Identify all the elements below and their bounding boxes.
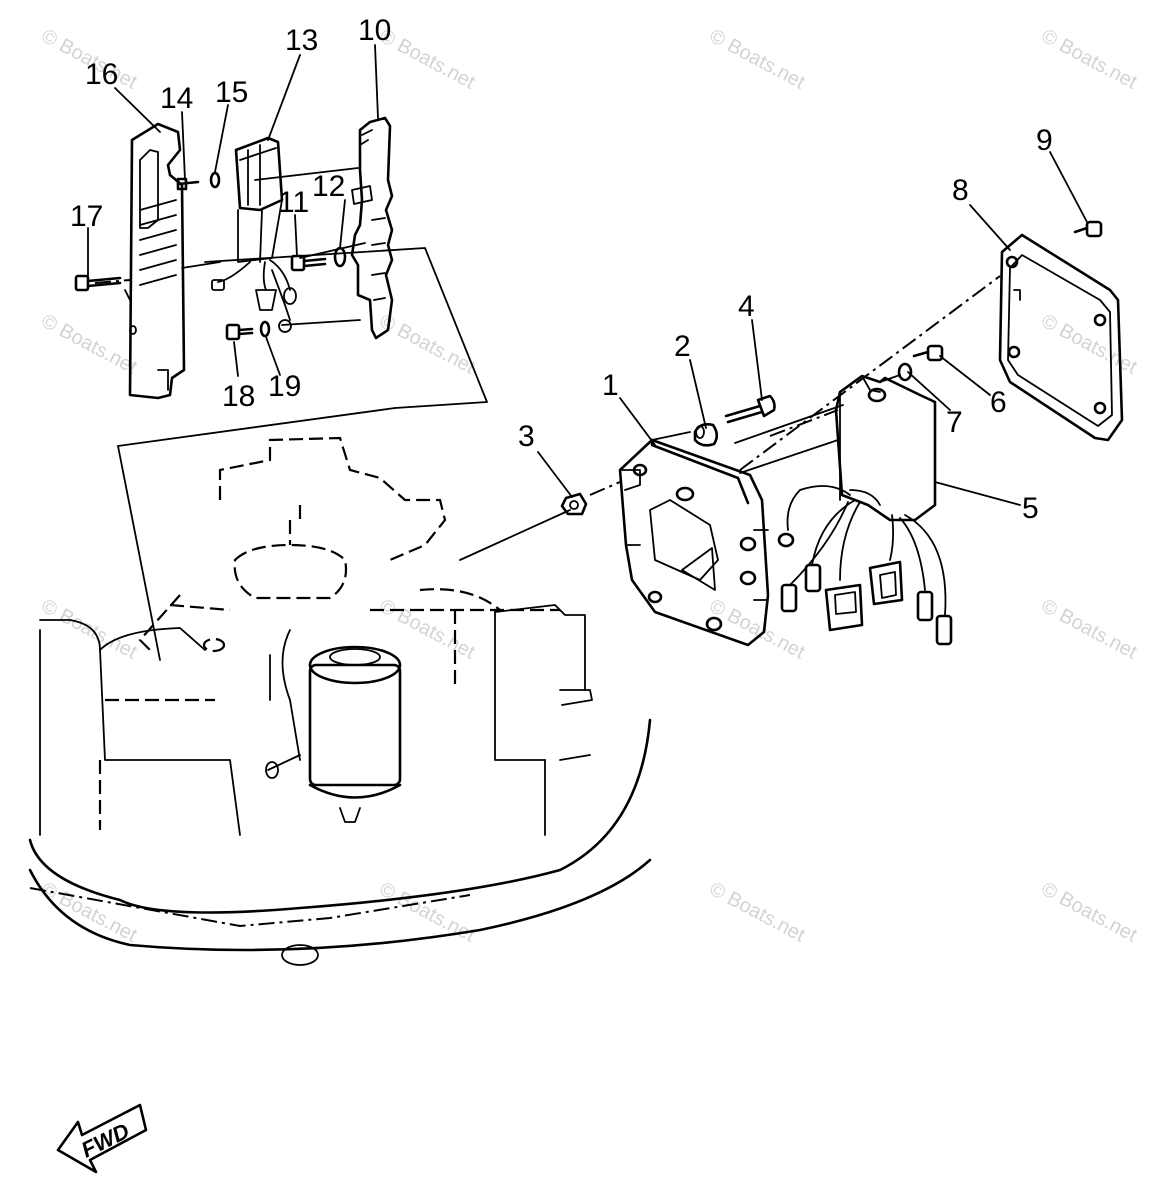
watermark: © Boats.net (706, 595, 809, 664)
callout-15: 15 (215, 76, 248, 109)
watermark: © Boats.net (1038, 25, 1141, 94)
callout-12: 12 (312, 170, 345, 203)
callout-4: 4 (738, 290, 755, 323)
callout-7: 7 (946, 406, 963, 439)
callout-10: 10 (358, 14, 391, 47)
callout-19: 19 (268, 370, 301, 403)
mount-plate-assembly (459, 275, 1001, 647)
callout-8: 8 (952, 174, 969, 207)
rectifier-assembly (74, 116, 394, 400)
callout-9: 9 (1036, 124, 1053, 157)
callout-13: 13 (285, 24, 318, 57)
watermark: © Boats.net (1038, 310, 1141, 379)
callout-11: 11 (278, 186, 309, 219)
cover-assembly (998, 220, 1124, 442)
callout-labels: 1 2 3 4 5 6 7 8 9 10 11 12 13 14 15 16 1… (70, 14, 1053, 525)
watermark: © Boats.net (38, 595, 141, 664)
watermark: © Boats.net (706, 25, 809, 94)
watermark: © Boats.net (706, 878, 809, 947)
cdi-unit-assembly (734, 344, 953, 646)
watermark-layer: © Boats.net © Boats.net © Boats.net © Bo… (38, 25, 1141, 947)
callout-14: 14 (160, 82, 193, 115)
watermark: © Boats.net (38, 878, 141, 947)
watermark: © Boats.net (1038, 595, 1141, 664)
callout-17: 17 (70, 200, 103, 233)
callout-6: 6 (990, 386, 1007, 419)
callout-18: 18 (222, 380, 255, 413)
callout-16: 16 (85, 58, 118, 91)
callout-1: 1 (602, 369, 619, 402)
callout-5: 5 (1022, 492, 1039, 525)
fwd-label: FWD (77, 1118, 133, 1162)
callout-2: 2 (674, 330, 691, 363)
callout-3: 3 (518, 420, 535, 453)
watermark: © Boats.net (1038, 878, 1141, 947)
watermark: © Boats.net (38, 310, 141, 379)
engine-outline (28, 247, 652, 966)
leader-lines (87, 44, 1088, 506)
watermark: © Boats.net (376, 878, 479, 947)
fwd-arrow: FWD (56, 1103, 148, 1174)
